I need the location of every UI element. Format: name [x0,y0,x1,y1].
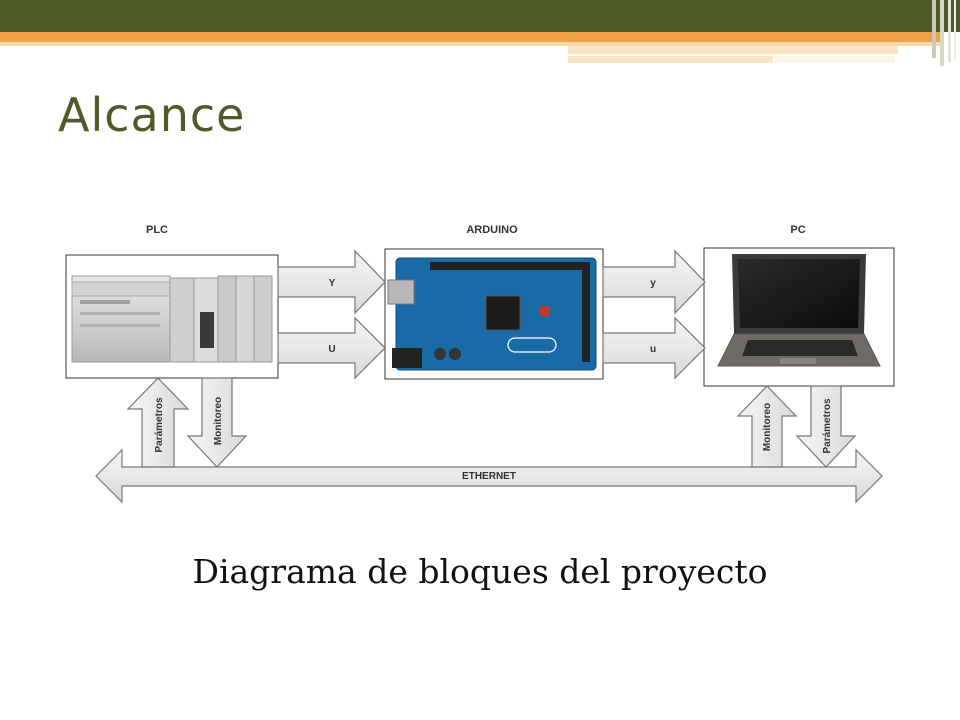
arrow-pc-parametros-down [795,385,857,468]
header-dark-bar [0,0,960,32]
pc-block [703,247,895,387]
pc-label: PC [790,224,806,236]
arduino-board-image [387,257,597,371]
pc-parametros-label: Parámetros [822,398,833,453]
signal-u-upper-label: U [328,344,335,355]
header-stripe-2 [940,0,944,66]
arrow-arduino-to-pc-y [602,249,706,315]
signal-y-upper-label: Y [329,278,336,289]
slide-title: Alcance [58,88,246,142]
header-light-bar [0,42,940,46]
diagram-caption: Diagrama de bloques del proyecto [192,552,768,591]
arduino-label: ARDUINO [466,224,518,236]
plc-label: PLC [146,224,168,236]
ethernet-label: ETHERNET [462,471,516,482]
pc-monitoreo-label: Monitoreo [762,403,773,451]
header-accent-3 [775,56,895,63]
signal-u-lower-label: u [650,344,656,355]
laptop-image [717,254,881,367]
header-accent-2 [568,56,773,63]
signal-y-lower-label: y [650,278,656,289]
header-orange-bar [0,32,940,42]
plc-parametros-label: Parámetros [154,397,165,452]
arrow-plc-to-arduino-y [277,249,386,315]
header-stripe-1 [932,0,936,58]
plc-image [71,275,273,363]
arrow-plc-to-arduino-u [277,316,386,380]
arrow-plc-parametros-up [126,377,190,468]
header-decoration [0,0,960,66]
plc-monitoreo-label: Monitoreo [213,397,224,445]
ethernet-bus-arrow [95,448,883,504]
arrow-plc-monitoreo-down [186,377,248,468]
plc-block [65,254,279,379]
header-stripe-4 [954,0,956,60]
arduino-block [384,248,604,380]
header-stripe-3 [948,0,951,62]
header-accent-1 [568,46,898,54]
arrow-pc-monitoreo-up [736,385,798,468]
arrow-arduino-to-pc-u [602,316,706,380]
